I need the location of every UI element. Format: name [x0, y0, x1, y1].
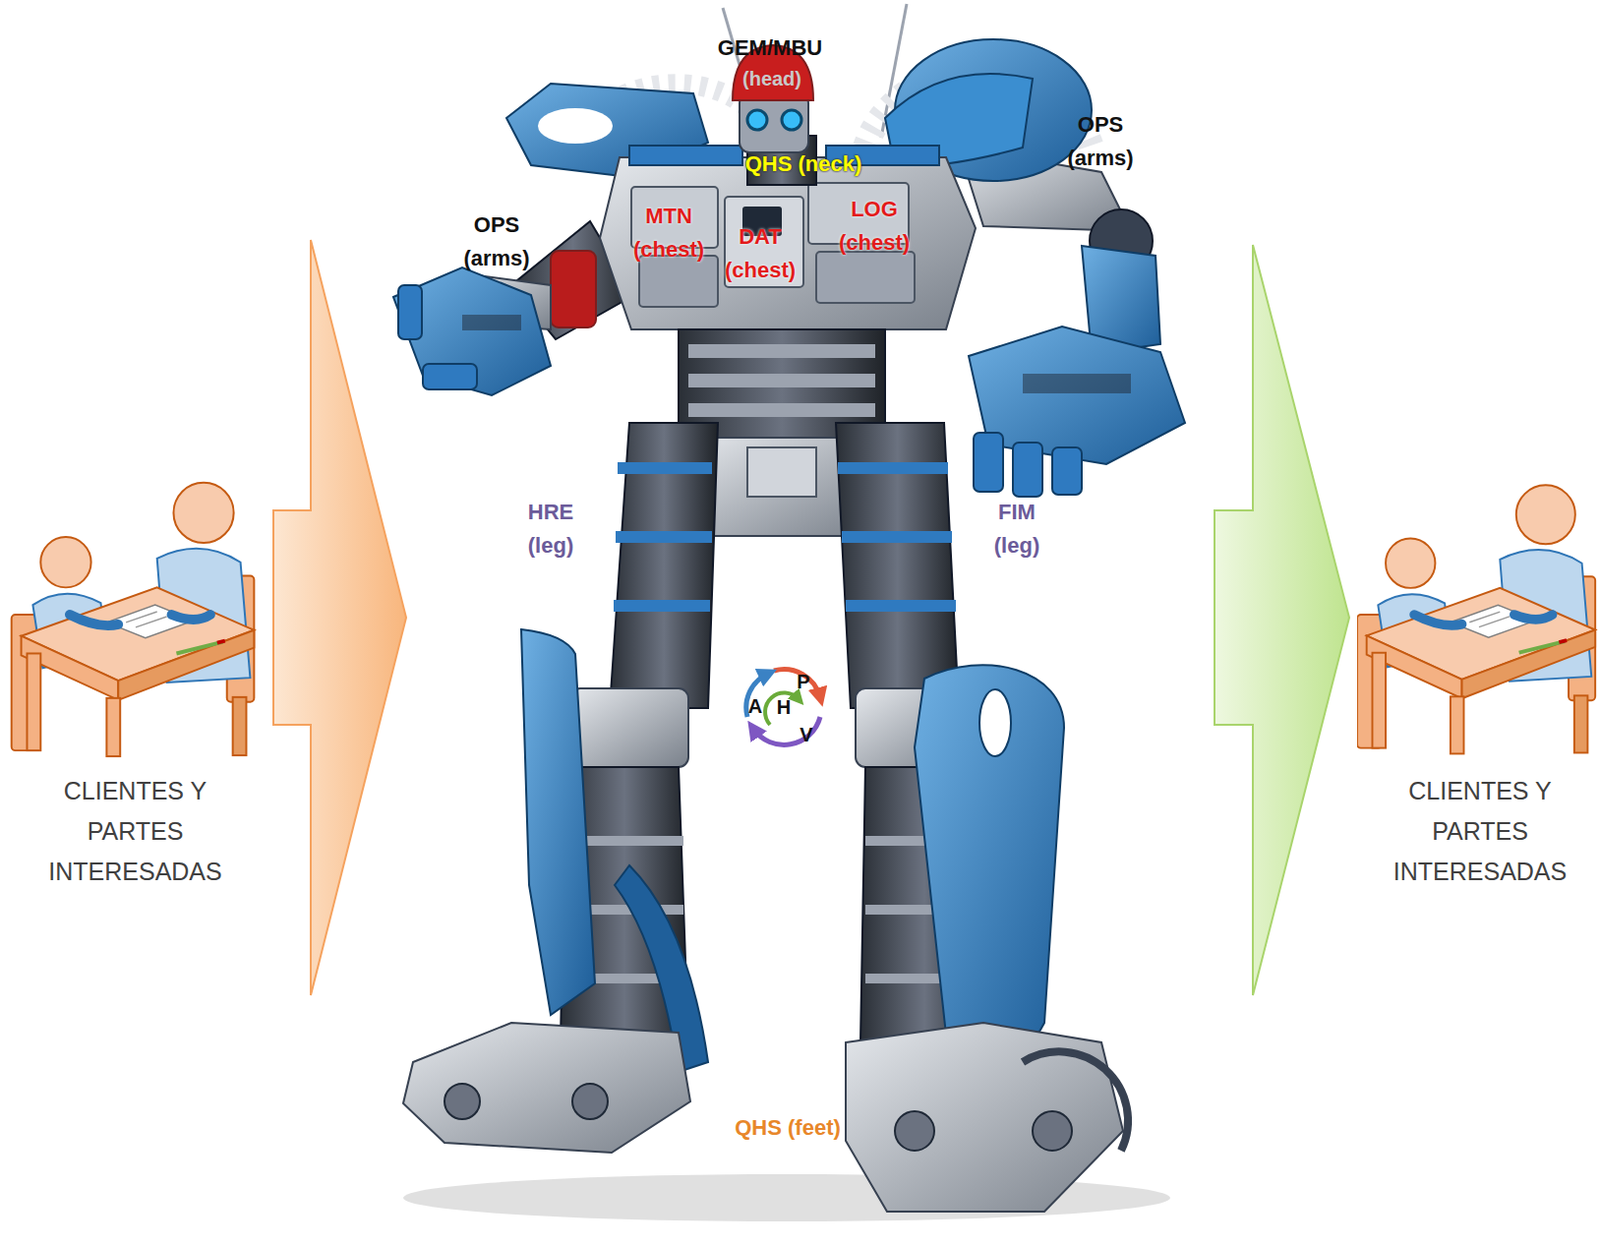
robot-illustration-part [422, 363, 477, 390]
robot-illustration-part [570, 688, 689, 768]
robot-illustration-part [747, 110, 768, 130]
robot-illustration-part [613, 599, 711, 612]
robot-illustration-part [521, 629, 595, 1015]
robot-illustration-part [973, 432, 1004, 492]
robot-illustration-part [403, 1022, 691, 1153]
robot-illustration-part [444, 1083, 480, 1120]
robot-illustration-part [615, 531, 712, 543]
unit-label: MTN (chest) [624, 199, 713, 267]
robot-illustration [393, 3, 1186, 1222]
stakeholder-group: CLIENTES Y PARTES INTERESADAS [9, 469, 261, 892]
client-icon-part [1357, 484, 1596, 754]
robot-illustration-part [835, 422, 959, 709]
stakeholder-label: CLIENTES Y PARTES INTERESADAS [1374, 770, 1587, 892]
robot-illustration-part [837, 462, 949, 475]
cycle-letter: P [791, 669, 816, 694]
unit-label: QHS (neck) [714, 147, 892, 181]
robot-illustration-part [739, 93, 809, 153]
cycle-letter: A [743, 694, 768, 718]
unit-label: DAT (chest) [715, 220, 805, 288]
robot-illustration-part [845, 599, 956, 612]
robot-illustration-part [1022, 1051, 1128, 1151]
robot-illustration-part [979, 689, 1011, 757]
robot-illustration-part [639, 255, 718, 307]
stakeholder-group: CLIENTES Y PARTES INTERESADAS [1357, 469, 1600, 892]
robot-illustration-part [629, 145, 743, 166]
robot-illustration-part [1052, 447, 1082, 495]
unit-label: FIM (leg) [982, 495, 1052, 563]
input-arrow [273, 239, 407, 996]
robot-illustration-part [462, 314, 522, 331]
robot-illustration-part [1012, 442, 1043, 497]
robot-illustration-part [845, 1022, 1124, 1212]
robot-illustration-part [914, 664, 1065, 1060]
unit-label: GEM/MBU [691, 31, 849, 65]
robot-illustration-part [688, 403, 876, 417]
cycle-letter: H [771, 695, 796, 719]
input-arrow-part [273, 239, 407, 996]
robot-illustration-part [747, 447, 817, 497]
robot-illustration-part [816, 251, 915, 303]
phva-cycle-part [765, 693, 799, 725]
unit-label: OPS (arms) [455, 208, 539, 276]
robot-illustration-part [688, 373, 876, 388]
unit-label: LOG (chest) [829, 192, 919, 260]
robot-illustration-part [781, 110, 802, 130]
output-arrow-part [1214, 244, 1350, 996]
part-label: (head) [727, 66, 817, 91]
unit-label: OPS (arms) [1059, 108, 1143, 176]
robot-illustration-part [678, 329, 886, 438]
robot-illustration-part [617, 462, 712, 475]
robot-illustration-part [398, 285, 422, 340]
robot-illustration-part [609, 422, 718, 709]
robot-illustration-part [537, 108, 613, 144]
robot-illustration-part [894, 1111, 935, 1151]
cycle-letter: V [794, 722, 819, 747]
robot-illustration-part [1032, 1111, 1072, 1151]
unit-label: HRE (leg) [516, 495, 586, 563]
robot-illustration-part [1022, 373, 1131, 394]
stakeholder-label: CLIENTES Y PARTES INTERESADAS [29, 770, 241, 892]
robot-illustration-part [550, 250, 596, 328]
client-icon-part [11, 482, 255, 757]
unit-label: QHS (feet) [704, 1111, 872, 1145]
robot-illustration-part [393, 267, 551, 396]
robot-illustration-part [841, 531, 952, 543]
robot-illustration-part [688, 344, 876, 358]
output-arrow [1214, 244, 1350, 996]
robot-illustration-part [572, 1083, 608, 1120]
